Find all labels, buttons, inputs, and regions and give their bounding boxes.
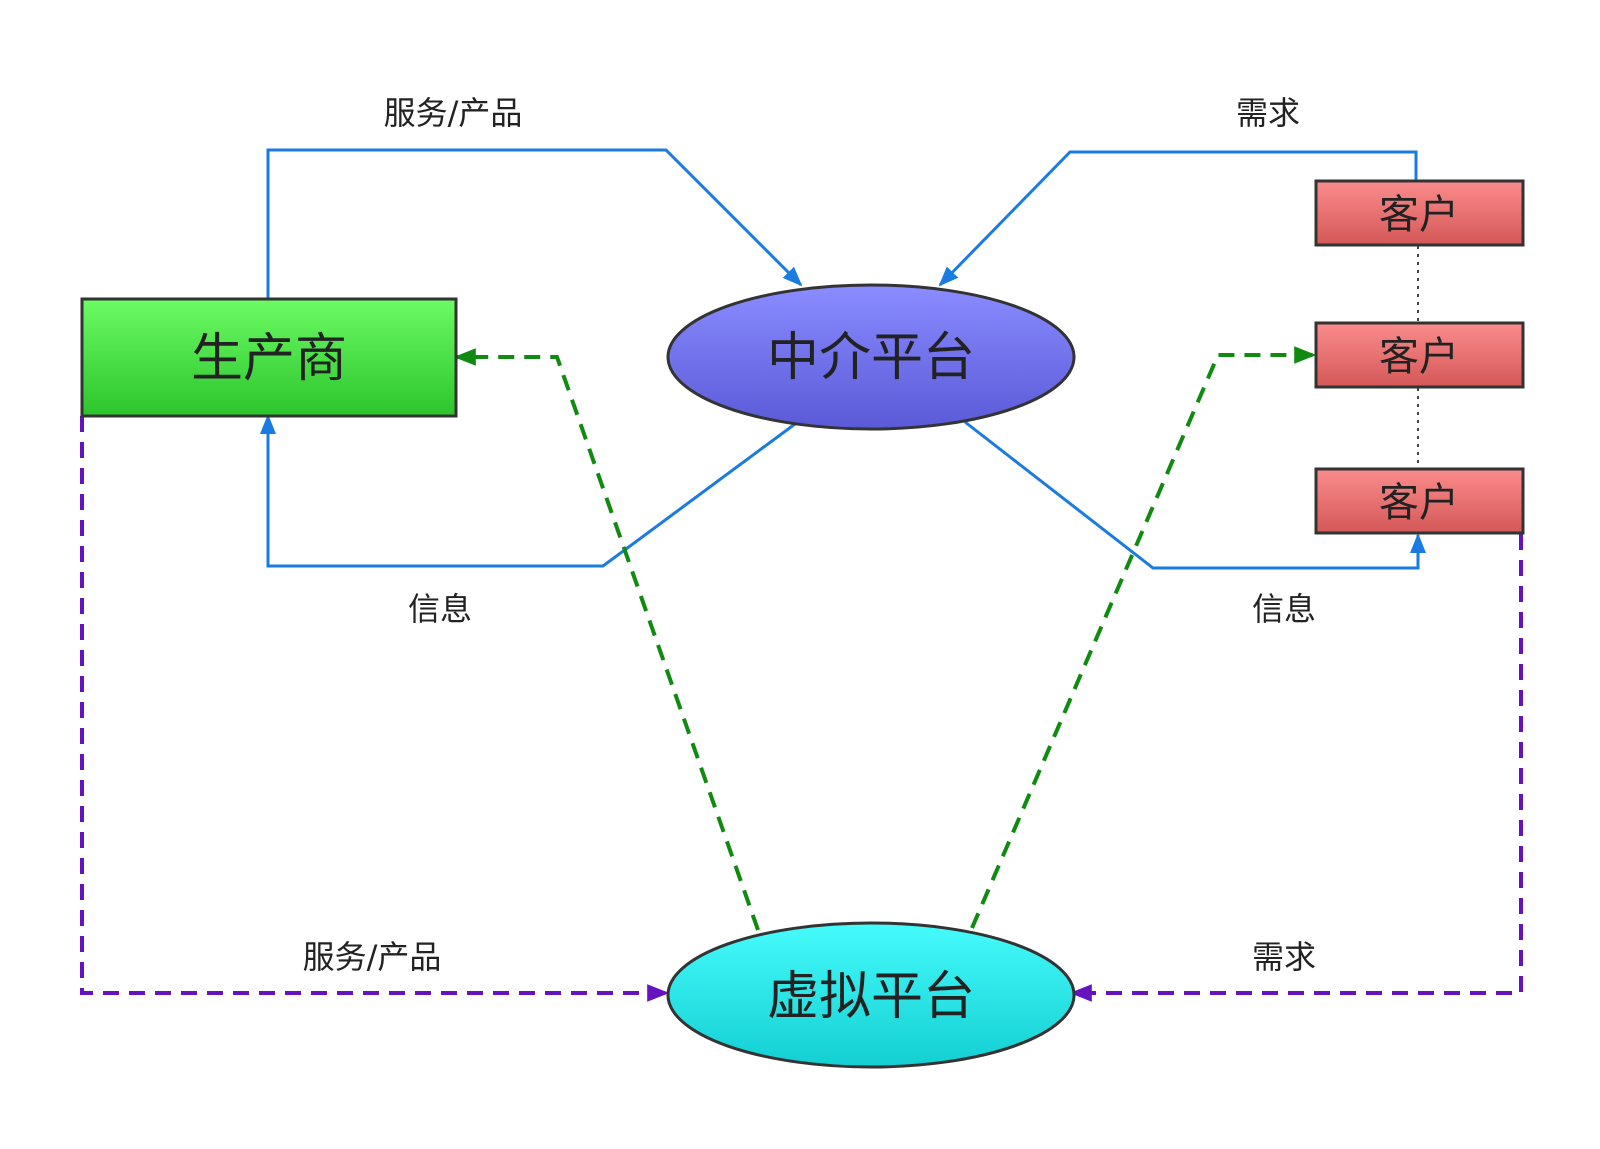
- edge-label-producer-to-virtual: 服务/产品: [303, 938, 442, 976]
- edge-producer-to-intermediary: [266, 148, 803, 298]
- edge-virtual-to-producer: [453, 348, 760, 931]
- virtual-node[interactable]: 虚拟平台: [666, 921, 1076, 1069]
- edge-label-intermediary-to-customer: 信息: [1252, 590, 1316, 628]
- virtual-label: 虚拟平台: [767, 967, 975, 1027]
- edge-customer-to-intermediary: [938, 150, 1418, 287]
- customer-label-1: 客户: [1379, 192, 1459, 238]
- customer-node-1[interactable]: 客户: [1314, 179, 1525, 247]
- customer-node-3[interactable]: 客户: [1314, 467, 1525, 535]
- edge-virtual-to-customer: [970, 346, 1317, 929]
- edge-customer-to-virtual: [1069, 534, 1523, 1002]
- edge-label-intermediary-to-producer: 信息: [408, 590, 472, 628]
- customer-label-3: 客户: [1379, 480, 1459, 526]
- intermediary-label: 中介平台: [767, 328, 975, 388]
- edge-producer-to-virtual: [80, 416, 670, 1002]
- edge-label-customer-to-virtual: 需求: [1252, 938, 1316, 976]
- edge-label-customer-to-intermediary: 需求: [1236, 94, 1300, 132]
- intermediary-node[interactable]: 中介平台: [666, 283, 1076, 431]
- customer-node-2[interactable]: 客户: [1314, 321, 1525, 389]
- producer-label: 生产商: [191, 329, 347, 389]
- edge-intermediary-to-producer: [260, 414, 796, 568]
- customer-label-2: 客户: [1379, 334, 1459, 380]
- producer-node[interactable]: 生产商: [80, 297, 458, 418]
- edge-intermediary-to-customer: [964, 420, 1426, 570]
- edge-label-producer-to-intermediary: 服务/产品: [384, 94, 523, 132]
